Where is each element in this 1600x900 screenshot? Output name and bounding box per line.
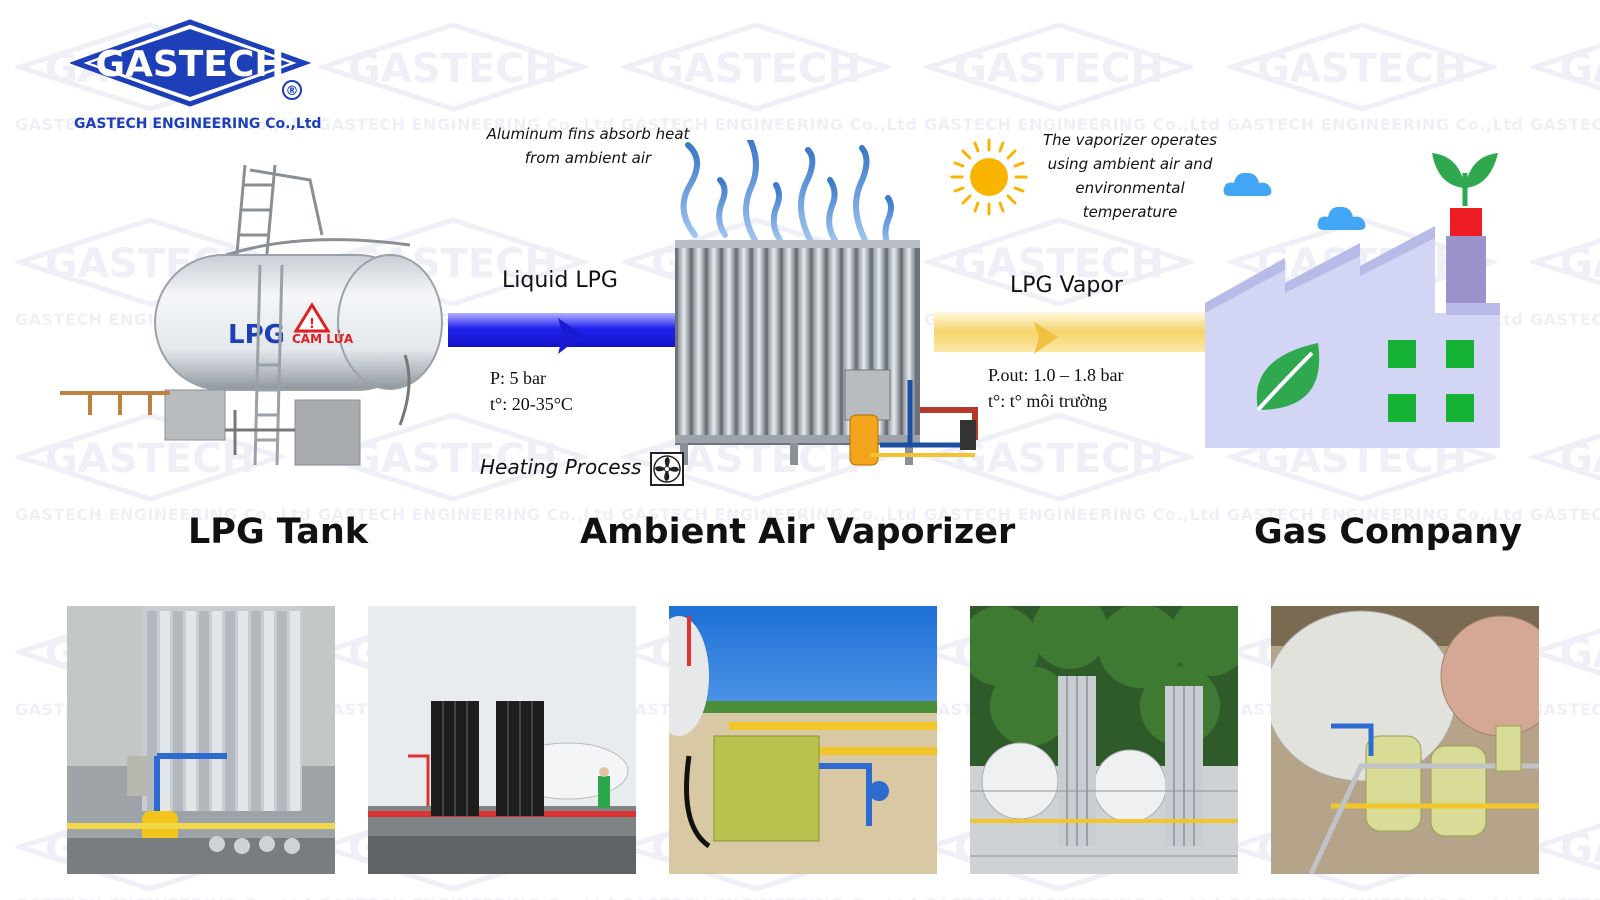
svg-text:GASTECH: GASTECH [348,46,558,92]
operation-note-line-3: environmental [1075,179,1185,197]
svg-text:GASTECH: GASTECH [1560,631,1600,677]
section-title-tank: LPG Tank [188,512,369,552]
liquid-temperature: t°: 20-35°C [490,394,573,414]
heating-process-label: Heating Process [480,455,642,479]
lpg-vapor-arrow [934,302,1210,372]
svg-text:GASTECH: GASTECH [651,46,861,92]
operation-note: The vaporizer operates using ambient air… [1030,128,1230,224]
factory-illustration [1200,148,1520,464]
photo-vaporizer-skid-beside-tanks [1271,606,1539,874]
operation-note-line-4: temperature [1082,203,1178,221]
gastech-logo: GASTECH ® [68,18,320,112]
svg-text:GASTECH: GASTECH [1560,826,1600,872]
sun-icon [948,136,1030,222]
registered-mark: ® [286,84,299,99]
cloud-icon [1316,202,1368,238]
section-title-vaporizer: Ambient Air Vaporizer [580,512,1016,552]
tank-warning-text: CẤM LỬA [292,329,354,346]
photo-vaporizers-with-spherical-tanks [970,606,1238,874]
tank-lpg-text: LPG [228,320,285,350]
liquid-lpg-arrow [448,298,688,372]
svg-text:!: ! [309,317,315,332]
liquid-params: P: 5 bar t°: 20-35°C [490,365,573,417]
logo-text: GASTECH [95,44,284,85]
vapor-params: P.out: 1.0 – 1.8 bar t°: t° môi trường [988,362,1124,414]
cloud-icon [1222,168,1274,204]
operation-note-line-1: The vaporizer operates [1042,131,1218,149]
vapor-pressure: P.out: 1.0 – 1.8 bar [988,365,1124,385]
lpg-vapor-label: LPG Vapor [1010,273,1123,298]
svg-text:GASTECH: GASTECH [1257,46,1467,92]
photo-black-vaporizers-tank-yard [368,606,636,874]
svg-text:GASTECH: GASTECH [1560,46,1600,92]
fins-note: Aluminum fins absorb heat from ambient a… [460,122,716,170]
fan-icon [650,452,684,490]
section-title-company: Gas Company [1254,512,1522,552]
photo-vaporizer-installation-1 [67,606,335,874]
company-name: GASTECH ENGINEERING Co.,Ltd [74,116,322,132]
svg-text:GASTECH: GASTECH [1560,241,1600,287]
lpg-tank-illustration: LPG ! CẤM LỬA [60,164,460,479]
svg-text:GASTECH: GASTECH [954,46,1164,92]
vapor-temperature: t°: t° môi trường [988,391,1108,411]
fins-note-line-2: from ambient air [524,149,652,167]
fins-note-line-1: Aluminum fins absorb heat [486,125,690,143]
operation-note-line-2: using ambient air and [1047,155,1213,173]
photo-pressure-regulator-station [669,606,937,874]
liquid-lpg-label: Liquid LPG [502,268,618,293]
liquid-pressure: P: 5 bar [490,368,546,388]
svg-text:GASTECH: GASTECH [1560,436,1600,482]
vaporizer-illustration [670,137,1000,484]
